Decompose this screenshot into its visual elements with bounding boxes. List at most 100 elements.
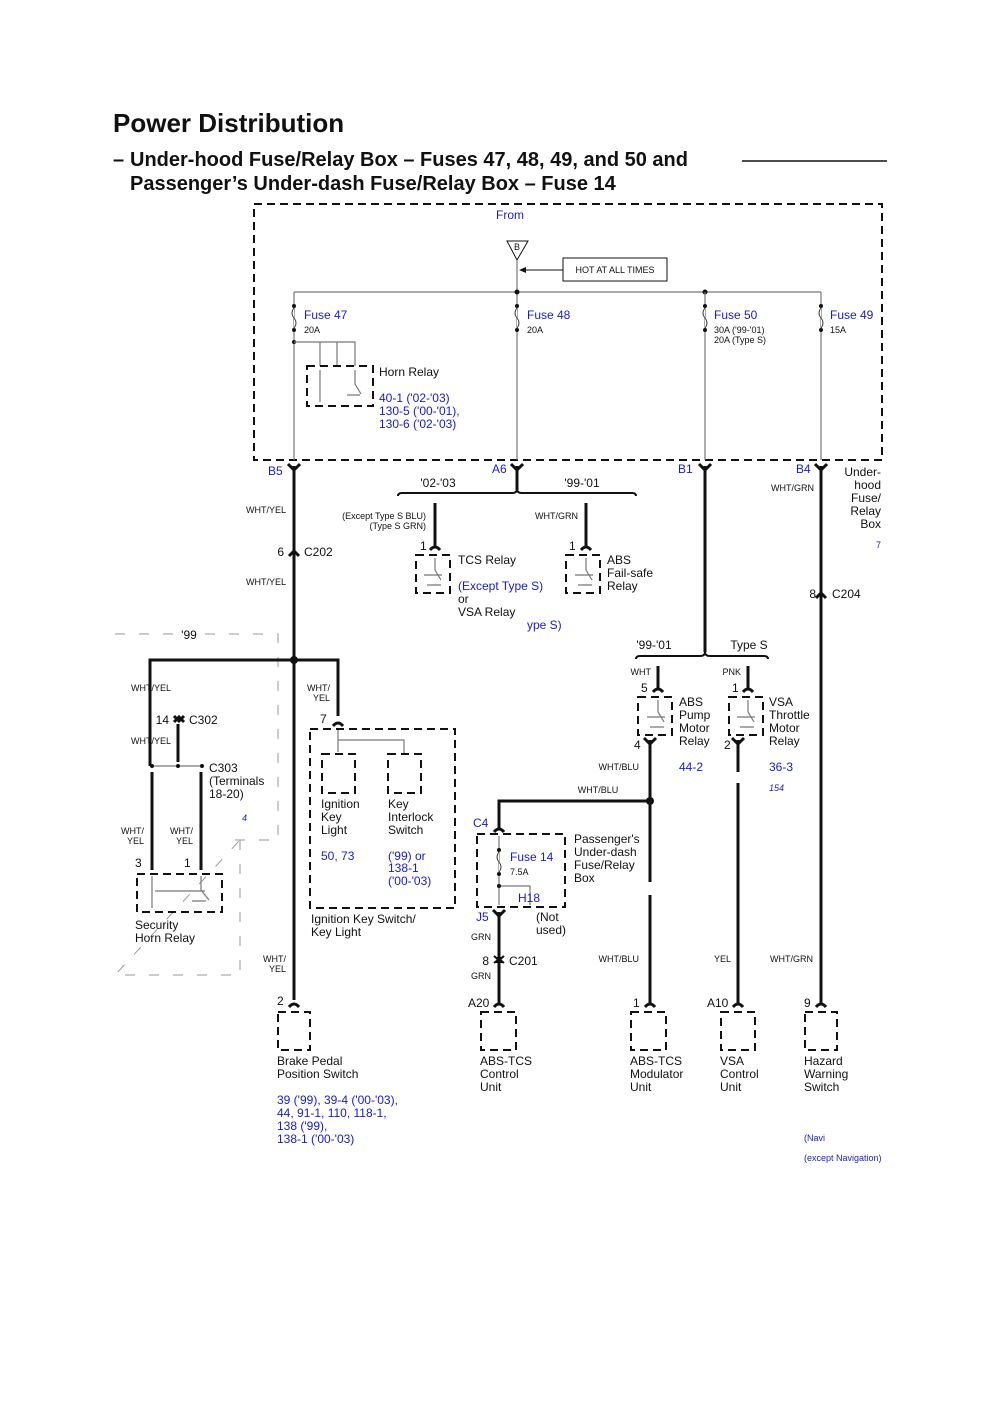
abs-pump-motor-relay: WHT 5 4 ABS Pump Motor Relay 44-2 WHT/BL… — [599, 666, 711, 1004]
horn-relay-ref-link[interactable]: 130-5 ('00-'01), — [379, 404, 460, 418]
wire-color-label: YEL — [313, 693, 330, 703]
wire-color-label: WHT/ — [170, 826, 193, 836]
fuse-49: Fuse 49 15A — [818, 292, 874, 460]
fuse-48-rating: 20A — [527, 325, 543, 335]
terminal-j5: J5 — [476, 910, 489, 924]
year-99-option: '99 WHT/YEL 14 C302 WHT/YEL C303 (Termin… — [113, 628, 340, 976]
wire-color-label: WHT/ — [307, 683, 330, 693]
wire-color-label: GRN — [471, 932, 491, 942]
underhood-ref-link[interactable]: 7 — [876, 540, 881, 550]
component-abs-tcs-control-unit: A20 ABS-TCS Control Unit — [468, 996, 532, 1094]
underhood-box-label: Fuse/ — [851, 491, 882, 505]
year-99-ref-link[interactable]: 4 — [242, 813, 247, 823]
key-interlock-label: Key — [388, 797, 409, 811]
not-used-label: (Not — [536, 910, 559, 924]
wire-color-label: WHT/YEL — [131, 736, 171, 746]
horn-relay: Horn Relay 40-1 ('02-'03) 130-5 ('00-'01… — [292, 340, 460, 431]
key-interlock-ref-link[interactable]: ('00-'03) — [388, 874, 431, 888]
fuse-47-label: Fuse 47 — [304, 308, 348, 322]
underhood-box-outline — [253, 203, 883, 461]
component-ref-link[interactable]: 138 ('99), — [277, 1119, 327, 1133]
wire-color-label: WHT/GRN — [771, 483, 814, 493]
wire-color-label: WHT/GRN — [535, 511, 578, 521]
key-light-ref-link[interactable]: 50, 73 — [321, 849, 355, 863]
component-vsa-control-unit: A10 VSA Control Unit — [707, 996, 759, 1094]
abs-pump-pin: 5 — [641, 681, 648, 695]
fuse-47: Fuse 47 20A — [291, 292, 348, 460]
vsa-relay-label: VSA Relay — [458, 605, 515, 619]
component-label: Unit — [480, 1080, 502, 1094]
fuse-48-label: Fuse 48 — [527, 308, 571, 322]
vsa-throttle-ref-link[interactable]: 36-3 — [769, 760, 793, 774]
horn-relay-ref-link[interactable]: 130-6 ('02-'03) — [379, 417, 456, 431]
component-ref-link[interactable]: 44, 91-1, 110, 118-1, — [277, 1106, 387, 1120]
vsa-throttle-ref2-link[interactable]: 154 — [769, 783, 784, 793]
ignition-key-switch: WHT/ YEL 7 Ignition Key Light 50, 73 Key… — [307, 683, 456, 939]
abs-failsafe-label: ABS — [607, 553, 631, 567]
wire-color-label: WHT/YEL — [246, 505, 286, 515]
fuse-50: Fuse 50 30A ('99-'01) 20A (Type S) — [702, 292, 766, 460]
terminal-h18: H18 — [518, 891, 540, 905]
underhood-box-label: hood — [854, 478, 881, 492]
underhood-box-label: Box — [860, 517, 881, 531]
component-pin: A20 — [468, 996, 490, 1010]
wire-color-label: GRN — [471, 971, 491, 981]
vsa-relay-note-link[interactable]: ype S) — [527, 618, 562, 632]
component-pin: 2 — [277, 994, 284, 1008]
component-abs-tcs-modulator-unit: 1 ABS-TCS Modulator Unit — [630, 996, 683, 1094]
abs-failsafe-relay: 1 ABS Fail-safe Relay — [565, 503, 653, 594]
hot-at-all-times-label: HOT AT ALL TIMES — [575, 265, 654, 275]
abs-failsafe-label: Fail-safe — [607, 566, 653, 580]
component-ref-link[interactable]: (except Navigation) — [804, 1153, 882, 1163]
fuse-49-rating: 15A — [830, 325, 846, 335]
abs-pump-pin: 4 — [634, 738, 641, 752]
connector-c204: C204 — [832, 587, 861, 601]
component-pin: A10 — [707, 996, 729, 1010]
fuse-49-label: Fuse 49 — [830, 308, 874, 322]
ignition-key-switch-label: Key Light — [311, 925, 362, 939]
horn-relay-label: Horn Relay — [379, 365, 439, 379]
fuse-50-rating: 30A ('99-'01) — [714, 325, 764, 335]
key-light-label: Light — [321, 823, 348, 837]
abs-pump-label: Relay — [679, 734, 710, 748]
component-ref-link[interactable]: 39 ('99), 39-4 ('00-'03), — [277, 1093, 398, 1107]
component-ref-link[interactable]: 138-1 ('00-'03) — [277, 1132, 354, 1146]
key-interlock-ref-link[interactable]: ('99) or — [388, 849, 426, 863]
passenger-box-label: Under-dash — [574, 845, 637, 859]
branch-label: '99-'01 — [636, 638, 672, 652]
wire-color-label: WHT — [631, 667, 652, 677]
branch-label: Type S — [730, 638, 767, 652]
branch-label: '99-'01 — [564, 476, 600, 490]
tcs-note-link[interactable]: (Except Type S) — [458, 579, 543, 593]
c204-pin: 8 — [809, 587, 816, 601]
passenger-box-label: Fuse/Relay — [574, 858, 635, 872]
wire-color-label: WHT/BLU — [599, 954, 640, 964]
wire-color-label: WHT/YEL — [246, 577, 286, 587]
connector-c302: C302 — [189, 713, 218, 727]
connector-c303: C303 — [209, 761, 238, 775]
key-interlock-ref-link[interactable]: 138-1 — [388, 861, 419, 875]
wire-color-label: WHT/ — [263, 954, 286, 964]
abs-pump-label: Motor — [679, 721, 710, 735]
wire-color-label: YEL — [127, 836, 144, 846]
wire-color-label: YEL — [269, 964, 286, 974]
component-label: Modulator — [630, 1067, 683, 1081]
horn-relay-ref-link[interactable]: 40-1 ('02-'03) — [379, 391, 450, 405]
tcs-relay-label: TCS Relay — [458, 553, 516, 567]
security-horn-relay-label: Horn Relay — [135, 931, 195, 945]
vsa-throttle-pin: 1 — [732, 681, 739, 695]
component-label: ABS-TCS — [480, 1054, 532, 1068]
wire-b5 — [286, 462, 302, 1000]
not-used-label: used) — [536, 923, 566, 937]
abs-pump-label: ABS — [679, 695, 703, 709]
terminal-b4: B4 — [796, 462, 811, 476]
passenger-underdash-box: WHT/BLU C4 Fuse 14 7.5A H18 Passenger's … — [471, 785, 654, 1004]
component-label: Switch — [804, 1080, 839, 1094]
component-ref-link[interactable]: (Navi — [804, 1133, 825, 1143]
abs-failsafe-label: Relay — [607, 579, 638, 593]
tcs-pin: 1 — [420, 539, 427, 553]
wire-color-label: WHT/GRN — [770, 954, 813, 964]
fuse-47-rating: 20A — [304, 325, 320, 335]
abs-pump-ref-link[interactable]: 44-2 — [679, 760, 703, 774]
